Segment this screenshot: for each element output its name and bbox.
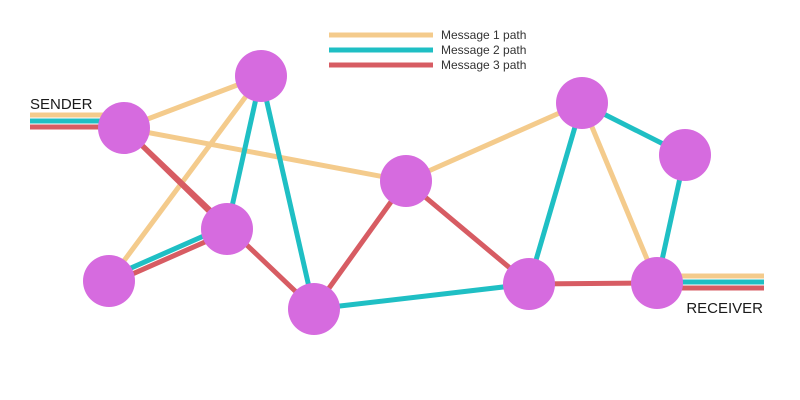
node-B [98, 102, 150, 154]
node-I [659, 129, 711, 181]
legend-label-path-3: Message 3 path [441, 58, 526, 72]
edge-E-G-path-2 [311, 281, 532, 312]
edge-D-E-path-2 [258, 73, 317, 312]
node-F [380, 155, 432, 207]
node-E [288, 283, 340, 335]
edge-H-J-path-1 [579, 100, 660, 286]
nodes-layer [83, 50, 711, 335]
legend-label-path-2: Message 2 path [441, 43, 526, 57]
node-C [201, 203, 253, 255]
node-D [235, 50, 287, 102]
edge-A-D-path-1 [106, 73, 264, 284]
edge-C-D-path-2 [224, 73, 264, 232]
node-G [503, 258, 555, 310]
edge-E-F-path-3 [311, 178, 409, 312]
edge-H-G-path-2 [526, 100, 585, 287]
edge-F-H-path-1 [403, 100, 585, 184]
legend-label-path-1: Message 1 path [441, 28, 526, 42]
node-J [631, 257, 683, 309]
node-A [83, 255, 135, 307]
receiver-label: RECEIVER [686, 300, 763, 317]
node-H [556, 77, 608, 129]
edge-B-F-path-1 [121, 125, 409, 184]
sender-label: SENDER [30, 96, 93, 113]
edge-F-G-path-3 [403, 178, 532, 287]
